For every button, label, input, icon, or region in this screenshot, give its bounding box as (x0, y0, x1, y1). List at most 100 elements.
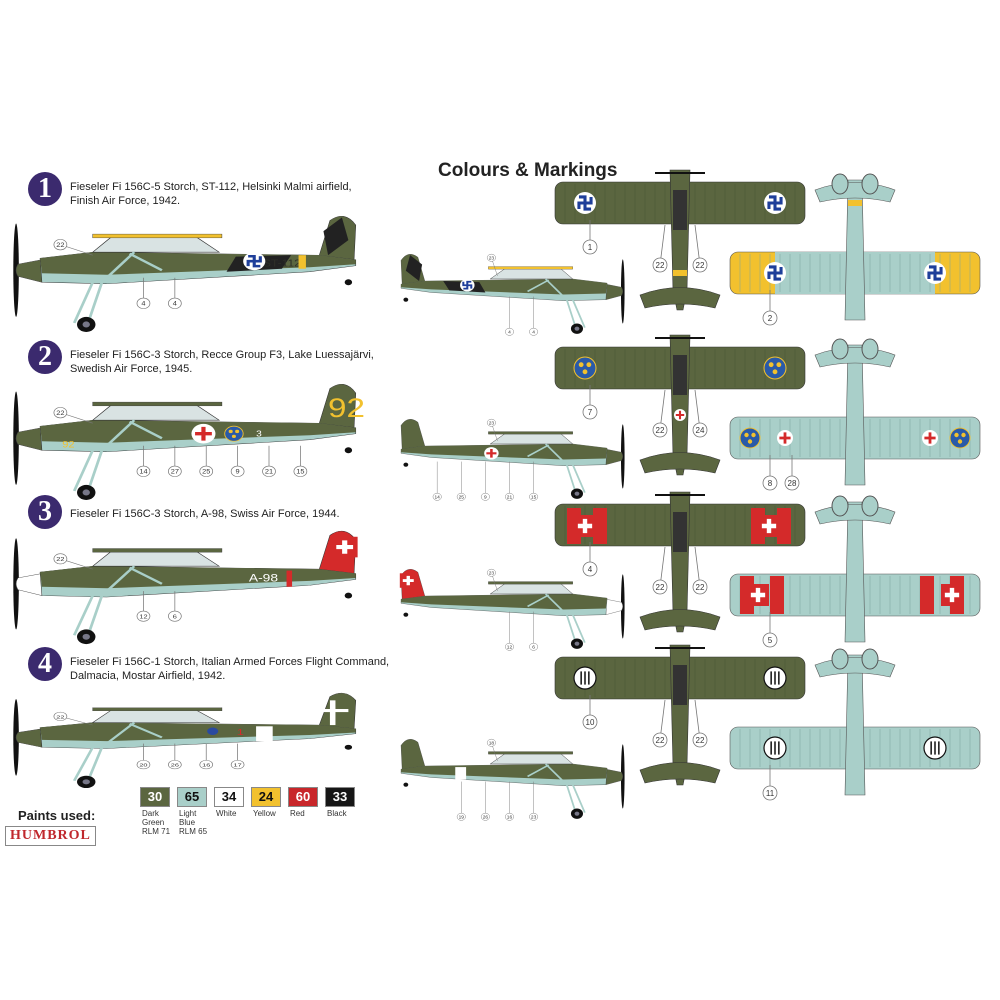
struts (527, 443, 586, 493)
tail-wheel (344, 447, 353, 454)
callout-circle (136, 610, 151, 622)
aircraft-code: 1 (237, 728, 244, 737)
canopy (91, 403, 221, 421)
crown (231, 434, 236, 439)
wing-edge (488, 266, 573, 270)
callout-circle (762, 632, 778, 648)
sweden-roundel (949, 427, 971, 449)
callout-circle (199, 760, 214, 770)
wing-edge (92, 707, 223, 712)
callout-circle (505, 492, 514, 501)
tail-wheel (344, 744, 353, 750)
callout-circle (136, 465, 151, 477)
struts (72, 565, 163, 636)
struts (527, 763, 586, 813)
callout-circle (582, 714, 598, 730)
cross (402, 575, 414, 586)
canopy-top (673, 190, 687, 230)
callout-circle (53, 239, 68, 251)
crown (768, 362, 774, 368)
scheme-number-3: 3 (28, 495, 62, 529)
callout-circle (505, 642, 514, 651)
callout-circle (692, 579, 708, 595)
callout-number: 22 (696, 583, 705, 592)
red-stripe (777, 508, 791, 544)
elevator-right (861, 495, 879, 517)
wheel-hub (574, 326, 580, 331)
callout-circle (529, 642, 539, 651)
swastika-marking (462, 280, 473, 290)
fuselage-upper (401, 443, 608, 460)
tail-fin (318, 692, 357, 732)
callout-number: 6 (532, 645, 535, 650)
callout-circle (762, 785, 778, 801)
scheme-caption-1: Fieseler Fi 156C-5 Storch, ST-112, Helsi… (70, 180, 352, 208)
wheel-hub (574, 491, 580, 496)
paint-code: 60 (288, 787, 318, 807)
wing-edge (92, 401, 223, 407)
aircraft-code: ST-112 (263, 258, 301, 269)
callout-number: 22 (56, 410, 64, 416)
callout-circle (480, 492, 490, 501)
callout-circle (582, 239, 598, 255)
callout-circle (230, 465, 245, 477)
elevator-right (861, 173, 879, 195)
paint-name: White (216, 809, 237, 818)
swastika-marking (246, 254, 262, 268)
callout-number: 26 (171, 763, 180, 769)
canopy (91, 549, 221, 567)
crown (954, 432, 959, 438)
canopy (91, 708, 221, 723)
paints-label: Paints used: (18, 808, 96, 823)
scheme-number-2: 2 (28, 340, 62, 374)
bottom-view-1: 2 (729, 173, 981, 326)
swastika-marking (577, 195, 593, 211)
sweden-roundel (573, 356, 597, 380)
fuselage-upper (401, 763, 608, 780)
callout-number: 4 (508, 330, 511, 335)
callout-number: 22 (56, 714, 65, 720)
wheel-hub (82, 779, 90, 785)
callout-circle (293, 465, 308, 477)
crown (744, 432, 749, 438)
crown (228, 429, 233, 434)
wing-edge (92, 548, 223, 553)
crown (772, 369, 778, 375)
callout-number: 12 (139, 614, 148, 620)
fuselage-upper (40, 566, 356, 589)
callout-circle (486, 738, 496, 747)
elevator-right (861, 338, 879, 360)
tail-fin (318, 384, 357, 431)
cross (336, 540, 354, 554)
paint-name: Light Blue RLM 65 (179, 809, 208, 836)
callout-circle (582, 404, 598, 420)
callout-number: 4 (173, 301, 177, 307)
callout-circle (529, 492, 539, 501)
struts (72, 721, 163, 781)
white-band (455, 767, 467, 780)
insignia (207, 727, 219, 735)
scheme-caption-4: Fieseler Fi 156C-1 Storch, Italian Armed… (70, 655, 389, 683)
callout-number: 25 (459, 495, 465, 500)
callout-circle (456, 812, 466, 821)
callout-number: 18 (489, 741, 495, 746)
callout-number: 16 (507, 815, 513, 820)
callout-number: 22 (656, 583, 665, 592)
tail-fin (400, 419, 426, 452)
fuselage-bottom (844, 179, 866, 321)
struts (72, 251, 163, 324)
callout-number: 12 (507, 645, 513, 650)
callout-number: 9 (236, 469, 240, 475)
sweden-roundel (739, 427, 761, 449)
paint-name: Red (290, 809, 305, 818)
canopy-top (673, 665, 687, 705)
paint-code: 33 (325, 787, 355, 807)
